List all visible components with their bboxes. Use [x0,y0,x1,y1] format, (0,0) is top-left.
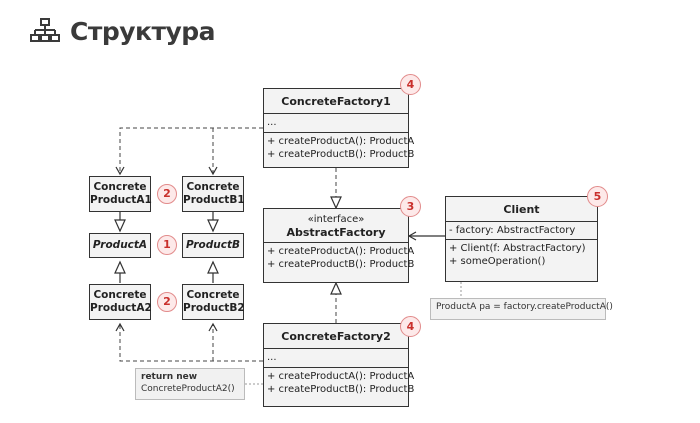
product-label: ProductB2 [183,302,245,314]
product-label: Concrete [93,181,147,193]
method: + Client(f: AbstractFactory) [449,243,586,254]
concrete-product-b2: Concrete ProductB2 [182,284,245,320]
badge-4-factory2: 4 [400,316,421,337]
method: + createProductB(): ProductB [267,384,415,395]
factory-note-text: ConcreteProductA2() [141,383,235,394]
product-a-interface: ProductA [89,233,151,258]
field-ellipsis: ... [267,117,277,128]
method: + createProductA(): ProductA [267,371,415,382]
badge-2-concrete-2: 2 [157,292,177,312]
method: + createProductA(): ProductA [267,136,415,147]
product-label: ProductB [185,239,240,251]
concrete-product-a1: Concrete ProductA1 [89,176,152,212]
product-label: ProductA1 [90,194,152,206]
concrete-factory-1-methods: + createProductA(): ProductA + createPro… [264,132,415,163]
client-fields: - factory: AbstractFactory [446,221,597,239]
concrete-factory-1-name: ConcreteFactory1 [281,95,391,108]
badge-4-factory1: 4 [400,74,421,95]
product-label: ProductA2 [90,302,152,314]
dependency-factory2-to-products [115,322,263,362]
product-label: ProductB1 [183,194,245,206]
client-note: ProductA pa = factory.createProductA() [430,298,613,320]
field: - factory: AbstractFactory [449,225,576,236]
concrete-factory-1-fields: ... [264,113,408,132]
concrete-product-b1: Concrete ProductB1 [182,176,245,212]
client: Client - factory: AbstractFactory + Clie… [445,196,598,282]
badge-5-client: 5 [587,186,608,207]
badge-2-concrete-1: 2 [157,184,177,204]
abstract-factory: «interface» AbstractFactory + createProd… [263,208,415,283]
method: + createProductB(): ProductB [267,149,415,160]
product-b-interface: ProductB [182,233,244,258]
dependency-factory1-to-products [115,127,263,176]
method: + someOperation() [449,256,546,267]
client-name: Client [503,203,540,216]
method: + createProductB(): ProductB [267,259,415,270]
concrete-factory-2-methods: + createProductA(): ProductA + createPro… [264,367,415,398]
product-label: ProductA [92,239,148,251]
concrete-factory-2: ConcreteFactory2 ... + createProductA():… [263,323,415,407]
page-header: Структура [30,14,216,48]
abstract-factory-name: AbstractFactory [286,226,386,239]
badge-3-abstract-factory: 3 [400,196,421,217]
factory-note: return new ConcreteProductA2() [135,368,245,400]
product-label: Concrete [186,181,240,193]
concrete-factory-2-fields: ... [264,348,408,367]
hierarchy-icon [30,18,60,42]
concrete-factory-1: ConcreteFactory1 ... + createProductA():… [263,88,415,168]
field-ellipsis: ... [267,352,277,363]
badge-1-interface: 1 [157,235,177,255]
product-label: Concrete [93,289,147,301]
client-note-text: ProductA pa = factory.createProductA() [436,302,613,312]
concrete-product-a2: Concrete ProductA2 [89,284,152,320]
interface-stereotype: «interface» [307,214,365,225]
abstract-factory-methods: + createProductA(): ProductA + createPro… [264,242,415,273]
page-title: Структура [70,16,216,46]
method: + createProductA(): ProductA [267,246,415,257]
concrete-factory-2-name: ConcreteFactory2 [281,330,391,343]
client-methods: + Client(f: AbstractFactory) + someOpera… [446,239,597,270]
product-label: Concrete [186,289,240,301]
factory-note-bold: return new [141,372,198,382]
